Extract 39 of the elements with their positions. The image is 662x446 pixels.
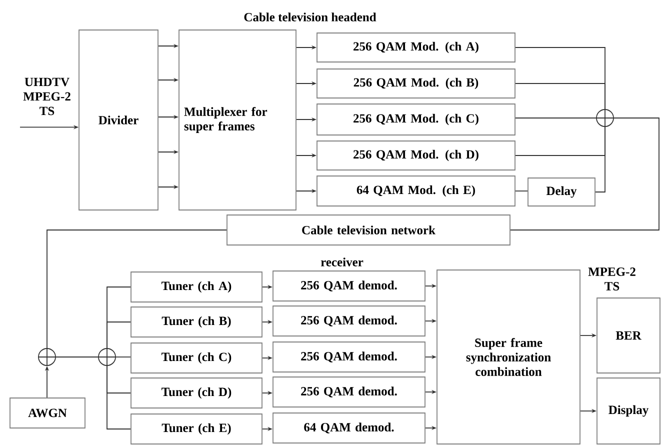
process-box: Super frame synchronization combination (436, 270, 580, 444)
demodulator-box: 64 QAM demod. (272, 412, 426, 444)
input-label: UHDTV MPEG-2 TS (23, 78, 70, 116)
connector-line (106, 366, 131, 430)
connector-line (106, 322, 131, 348)
modulator-box: 256 QAM Mod. (ch D) (316, 140, 516, 170)
output-box: BER (596, 298, 660, 374)
connector-line (56, 356, 98, 358)
tuner-box: Tuner (ch C) (130, 342, 262, 374)
connector-line (515, 190, 528, 192)
tuner-box: Tuner (ch D) (130, 378, 262, 408)
demodulator-box: 256 QAM demod. (272, 270, 426, 302)
tuner-box: Tuner (ch E) (130, 414, 262, 444)
noise-source-box: AWGN (10, 398, 86, 428)
summing-junction (98, 348, 116, 366)
modulator-box: 64 QAM Mod. (ch E) (316, 176, 516, 206)
connector-line (46, 230, 227, 348)
process-box: Divider (78, 30, 158, 210)
output-box: Display (596, 378, 660, 444)
tuner-box: Tuner (ch B) (130, 306, 262, 338)
connector-line (510, 118, 660, 230)
summing-junction (38, 348, 56, 366)
heading: MPEG-2 TS (588, 268, 636, 290)
demodulator-box: 256 QAM demod. (272, 376, 426, 408)
process-box: Multiplexer for super frames (178, 30, 296, 210)
connector-line (515, 83, 606, 110)
connector-line (116, 356, 131, 358)
heading: Cable television headend (244, 12, 376, 22)
heading: receiver (320, 258, 364, 266)
summing-junction (596, 108, 614, 128)
modulator-box: 256 QAM Mod. (ch C) (316, 104, 516, 136)
demodulator-box: 256 QAM demod. (272, 306, 426, 336)
demodulator-box: 256 QAM demod. (272, 342, 426, 372)
modulator-box: 256 QAM Mod. (ch A) (316, 32, 516, 62)
modulator-box: 256 QAM Mod. (ch B) (316, 68, 516, 98)
network-box: Cable television network (226, 214, 510, 246)
tuner-box: Tuner (ch A) (130, 272, 262, 302)
connector-line (595, 126, 606, 192)
delay-box: Delay (528, 178, 596, 206)
